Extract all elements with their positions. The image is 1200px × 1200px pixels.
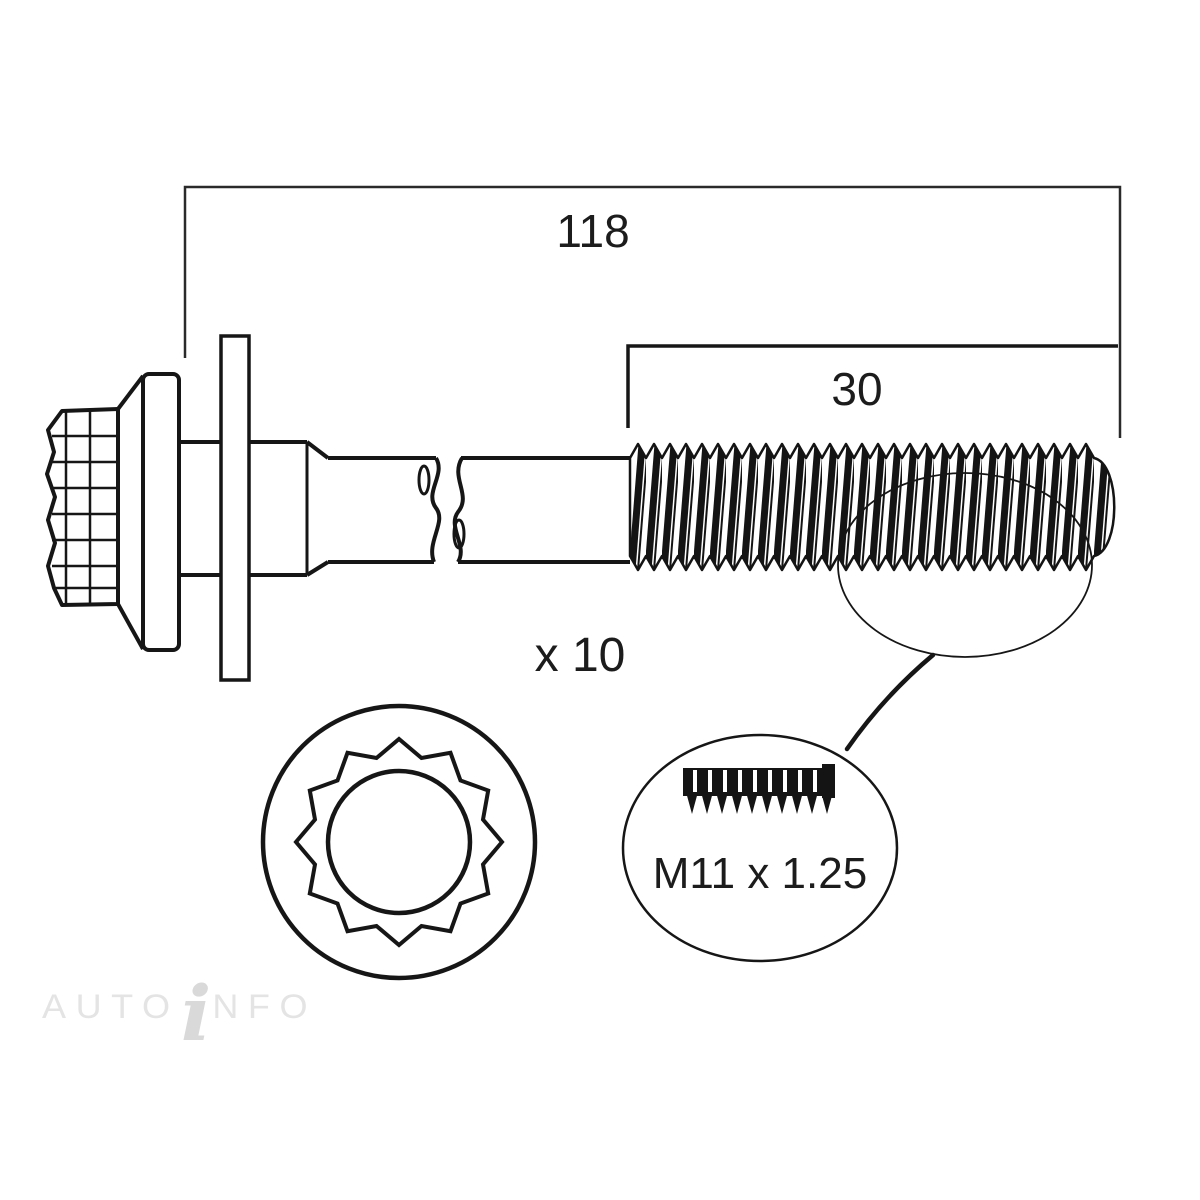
dimension-line-thread-length (626, 344, 1118, 428)
watermark-text-post: NFO (212, 988, 318, 1026)
thread-length-label: 30 (831, 363, 883, 415)
overall-length-label: 118 (556, 205, 630, 257)
bolt-head-end-view (260, 703, 538, 981)
bolt-head-side (45, 374, 145, 650)
detail-indicator-circle (837, 472, 1093, 658)
detail-leader-line (844, 652, 936, 752)
twelve-point-star (293, 736, 505, 948)
shank-reduced-segment-2 (452, 456, 630, 564)
threaded-section (628, 442, 1116, 572)
dimension-line-overall-length (183, 185, 1122, 438)
quantity-label: x 10 (534, 629, 626, 682)
shank-full-diameter (179, 440, 330, 577)
head-flange (141, 372, 181, 652)
washer (219, 334, 251, 682)
shank-reduced-segment-1 (328, 456, 442, 564)
thread-spec-label: M11 x 1.25 (652, 849, 868, 898)
socket-bore (325, 768, 473, 916)
thread-detail-bubble (621, 733, 899, 963)
thread-profile-sample (683, 764, 835, 814)
flange-outline (260, 703, 538, 981)
watermark-text-pre: AUTO (42, 988, 180, 1026)
